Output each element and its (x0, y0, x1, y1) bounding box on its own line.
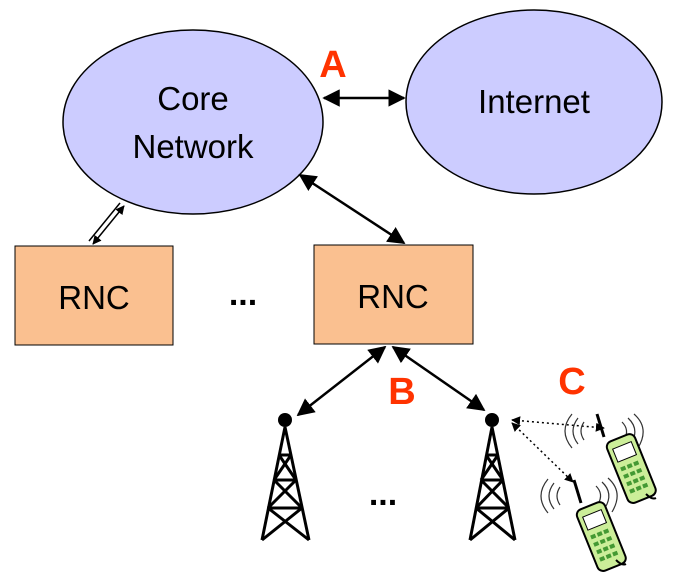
rnc-left-node: RNC (14, 245, 174, 346)
core-network-label-line1: Core (157, 80, 229, 117)
interface-c-label: C (558, 361, 585, 403)
rnc-row-ellipsis: ... (229, 275, 257, 313)
rnc-tower-left-link (296, 345, 387, 417)
rnc-left-label: RNC (58, 279, 130, 316)
interface-a-label: A (319, 44, 346, 86)
rnc-right-node: RNC (313, 244, 474, 345)
radio-link-phone-upper (511, 416, 605, 432)
core-network-node: Core Network (62, 29, 324, 215)
core-rnc-left-link (88, 202, 125, 245)
right-base-station-icon (468, 413, 517, 542)
rnc-tower-right-link (391, 345, 486, 412)
left-base-station-icon (260, 413, 311, 542)
internet-label: Internet (478, 83, 590, 120)
tower-row-ellipsis: ... (369, 475, 397, 513)
core-network-label-line2: Network (132, 128, 254, 165)
mobile-phone-lower-icon (540, 477, 627, 572)
radio-link-phone-lower (511, 422, 574, 483)
interface-b-label: B (388, 371, 415, 413)
mobile-phone-upper-icon (564, 413, 657, 504)
core-rnc-right-link (298, 173, 406, 245)
rnc-right-label: RNC (357, 278, 429, 315)
internet-node: Internet (405, 9, 663, 195)
